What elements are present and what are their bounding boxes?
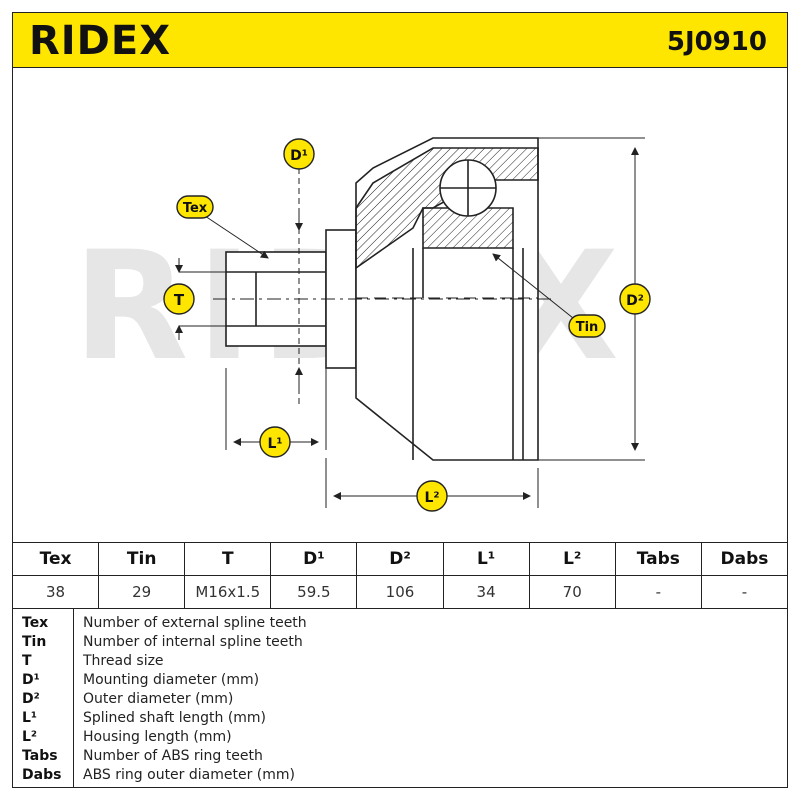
legend-description: Number of ABS ring teeth [83, 748, 263, 764]
header-dabs: Dabs [700, 542, 789, 576]
header-d2: D² [356, 542, 444, 576]
legend-description: Number of external spline teeth [83, 615, 307, 631]
legend-item: L² Housing length (mm) [13, 729, 789, 748]
value-dabs: - [700, 575, 789, 609]
label-t: T [163, 283, 195, 315]
value-tabs: - [614, 575, 702, 609]
header-tabs: Tabs [614, 542, 702, 576]
legend-description: Thread size [83, 653, 164, 669]
legend-item: Tex Number of external spline teeth [13, 615, 789, 634]
legend-description: Splined shaft length (mm) [83, 710, 267, 726]
legend: Tex Number of external spline teeth Tin … [12, 608, 788, 788]
label-d2: D² [619, 283, 651, 315]
legend-description: Number of internal spline teeth [83, 634, 303, 650]
header-t: T [184, 542, 272, 576]
legend-description: Mounting diameter (mm) [83, 672, 260, 688]
legend-description: Housing length (mm) [83, 729, 232, 745]
value-tin: 29 [98, 575, 186, 609]
spec-table-header-row: Tex Tin T D¹ D² L¹ L² Tabs Dabs [11, 542, 789, 576]
legend-key: Tin [22, 634, 47, 650]
svg-text:Tex: Tex [183, 201, 208, 216]
svg-text:D¹: D¹ [290, 148, 308, 164]
legend-item: Dabs ABS ring outer diameter (mm) [13, 767, 789, 786]
legend-item: D¹ Mounting diameter (mm) [13, 672, 789, 691]
legend-key: Dabs [22, 767, 62, 783]
svg-text:D²: D² [626, 293, 644, 309]
legend-item: Tin Number of internal spline teeth [13, 634, 789, 653]
spec-table: Tex Tin T D¹ D² L¹ L² Tabs Dabs 38 29 M1… [11, 542, 789, 609]
legend-key: T [22, 653, 32, 669]
legend-key: D² [22, 691, 40, 707]
spec-table-value-row: 38 29 M16x1.5 59.5 106 34 70 - - [11, 575, 789, 609]
cv-joint-drawing: RIDEX [73, 137, 651, 512]
label-tin: Tin [568, 314, 606, 338]
brand-logo-text: RIDEX [29, 18, 172, 64]
value-d2: 106 [356, 575, 444, 609]
legend-description: ABS ring outer diameter (mm) [83, 767, 295, 783]
label-d1: D¹ [283, 138, 315, 170]
legend-description: Outer diameter (mm) [83, 691, 234, 707]
legend-key: L² [22, 729, 38, 745]
legend-item: T Thread size [13, 653, 789, 672]
legend-item: D² Outer diameter (mm) [13, 691, 789, 710]
label-l1: L¹ [259, 426, 291, 458]
legend-key: D¹ [22, 672, 40, 688]
header-tin: Tin [98, 542, 186, 576]
header-tex: Tex [11, 542, 100, 576]
brand-logo: RIDEX [29, 21, 171, 61]
legend-divider [73, 608, 74, 788]
value-l2: 70 [528, 575, 616, 609]
value-d1: 59.5 [270, 575, 358, 609]
svg-text:T: T [174, 291, 185, 309]
svg-text:L²: L² [424, 490, 439, 506]
label-l2: L² [416, 480, 448, 512]
legend-key: L¹ [22, 710, 38, 726]
header-bar: RIDEX 5J0910 [12, 12, 788, 68]
legend-item: Tabs Number of ABS ring teeth [13, 748, 789, 767]
value-t: M16x1.5 [184, 575, 272, 609]
legend-key: Tex [22, 615, 49, 631]
svg-text:L¹: L¹ [267, 436, 282, 452]
value-tex: 38 [11, 575, 100, 609]
svg-text:Tin: Tin [576, 320, 599, 335]
part-number: 5J0910 [666, 27, 767, 57]
header-d1: D¹ [270, 542, 358, 576]
value-l1: 34 [442, 575, 530, 609]
label-tex: Tex [176, 195, 214, 219]
header-l2: L² [528, 542, 616, 576]
legend-key: Tabs [22, 748, 58, 764]
drawing-area: RIDEX [12, 68, 788, 542]
joint-outline [213, 137, 553, 461]
legend-item: L¹ Splined shaft length (mm) [13, 710, 789, 729]
header-l1: L¹ [442, 542, 530, 576]
